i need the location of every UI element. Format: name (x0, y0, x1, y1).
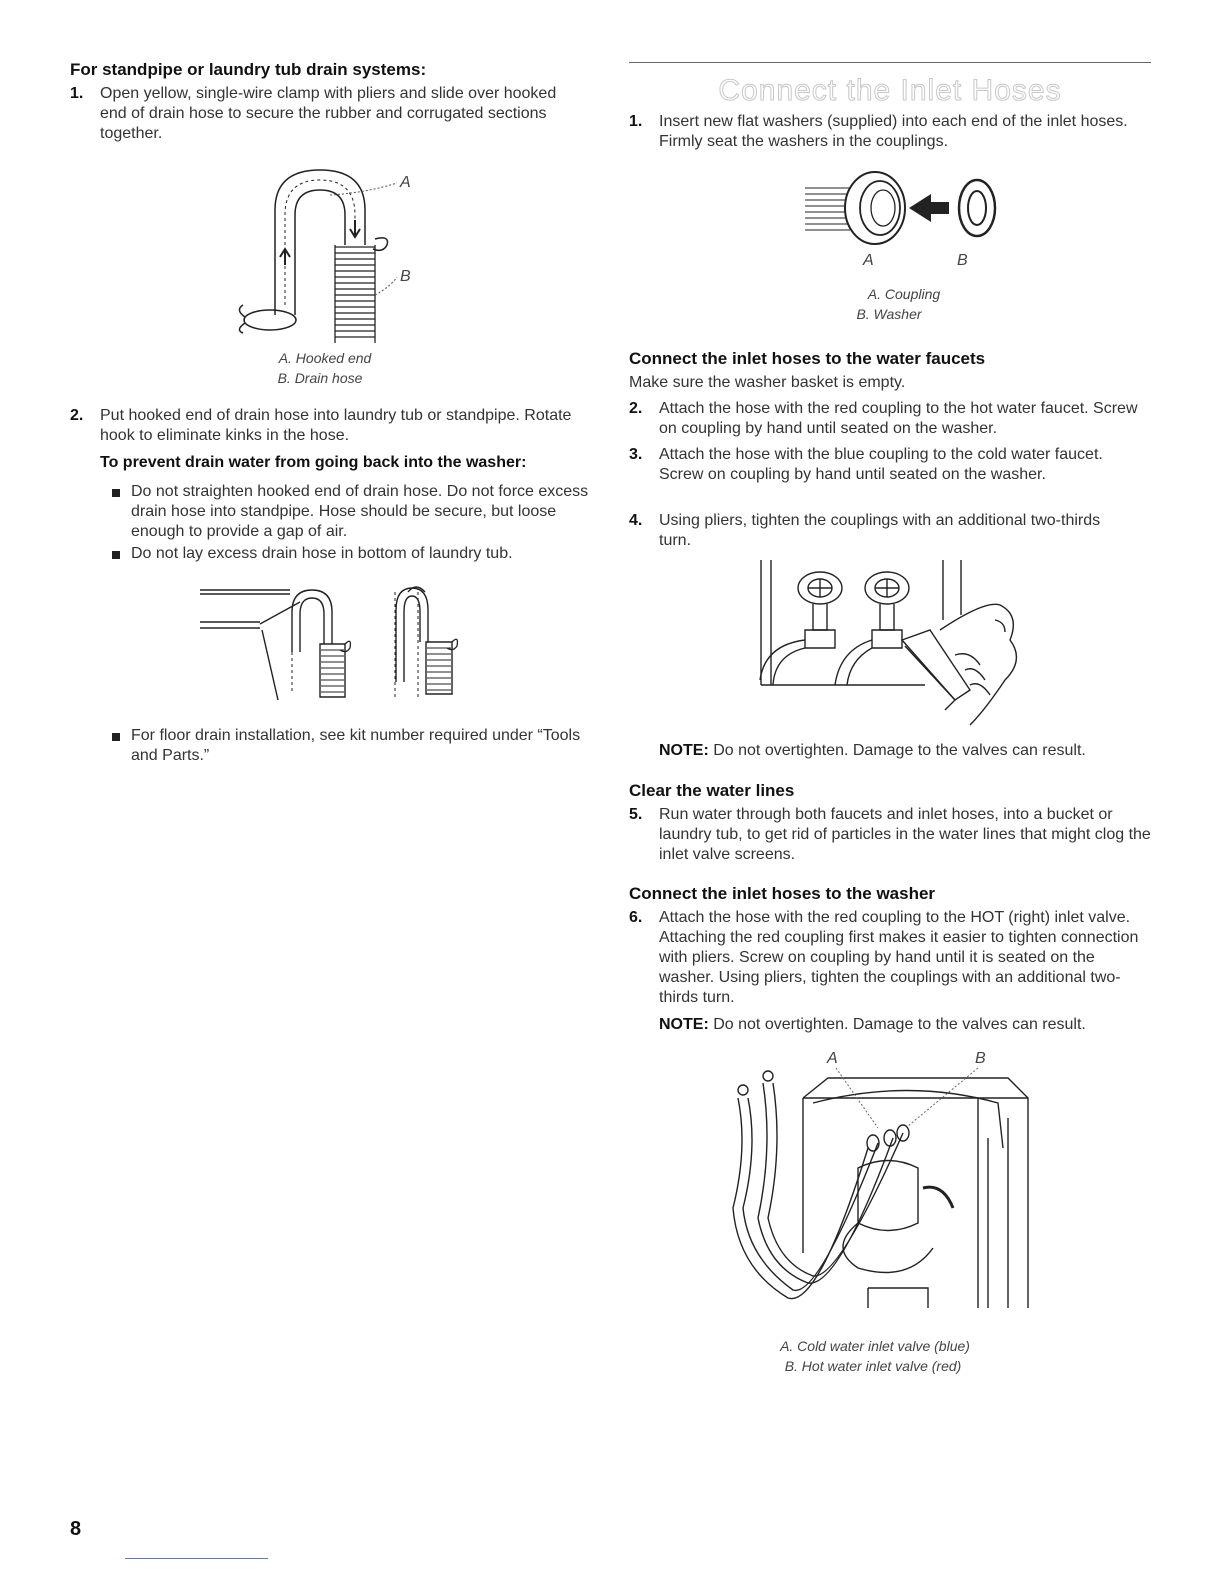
step-text: Insert new flat washers (supplied) into … (659, 113, 1128, 150)
fig-coupling-caption-b: B. Washer (856, 306, 922, 322)
fig-coupling-label-a: A (863, 252, 874, 269)
bullet-icon (112, 733, 120, 741)
left-step-1: 1. Open yellow, single-wire clamp with p… (70, 84, 590, 146)
fig1-caption-a: A. Hooked end (278, 350, 372, 366)
note-label: NOTE: (659, 1016, 709, 1033)
washer-inlet-valves-illustration (732, 1067, 1029, 1308)
left-step-2: 2. Put hooked end of drain hose into lau… (70, 406, 590, 448)
fig3-label-b: B (975, 1050, 986, 1067)
faucet-pliers-illustration (759, 560, 1018, 726)
washer-connect-heading: Connect the inlet hoses to the washer (629, 884, 936, 903)
bullet-item-1: Do not straighten hooked end of drain ho… (131, 483, 589, 540)
right-step-4: 4. Using pliers, tighten the couplings w… (629, 511, 1151, 553)
fig1-caption-b: B. Drain hose (277, 370, 363, 386)
bullet-item-3: For floor drain installation, see kit nu… (131, 727, 581, 764)
step-number: 4. (629, 512, 643, 529)
step-text: Using pliers, tighten the couplings with… (659, 512, 1101, 549)
step-text: Put hooked end of drain hose into laundr… (100, 407, 572, 444)
fig-coupling-caption-a: A. Coupling (867, 286, 941, 302)
note-overtighten-1: NOTE: Do not overtighten. Damage to the … (659, 741, 1159, 761)
step-text: Open yellow, single-wire clamp with plie… (100, 85, 557, 142)
laundry-tub-standpipe-illustration (200, 586, 459, 701)
right-step-6: 6. Attach the hose with the red coupling… (629, 908, 1151, 1010)
fig3-caption-b: B. Hot water inlet valve (red) (784, 1358, 962, 1374)
step-number: 1. (629, 113, 643, 130)
right-step-5: 5. Run water through both faucets and in… (629, 805, 1151, 867)
step-text: Run water through both faucets and inlet… (659, 806, 1151, 863)
note-text: Do not overtighten. Damage to the valves… (708, 1016, 1086, 1033)
step-text: Attach the hose with the red coupling to… (659, 909, 1139, 1006)
prevent-backflow-heading: To prevent drain water from going back i… (100, 454, 527, 471)
fig-coupling-label-b: B (957, 252, 968, 269)
step-number: 3. (629, 446, 643, 463)
fig1-label-b: B (400, 268, 411, 285)
note-overtighten-2: NOTE: Do not overtighten. Damage to the … (659, 1015, 1159, 1035)
coupling-washer-illustration (805, 171, 997, 245)
clear-lines-heading: Clear the water lines (629, 781, 795, 800)
right-step-3: 3. Attach the hose with the blue couplin… (629, 445, 1151, 507)
step-text: Attach the hose with the red coupling to… (659, 400, 1138, 437)
step-number: 5. (629, 806, 643, 823)
step-number: 1. (70, 85, 84, 102)
footer-rule (125, 1558, 268, 1559)
bullet-icon (112, 551, 120, 559)
step-number: 2. (70, 407, 84, 424)
faucets-intro: Make sure the washer basket is empty. (629, 374, 906, 391)
step-number: 2. (629, 400, 643, 417)
faucets-heading: Connect the inlet hoses to the water fau… (629, 349, 986, 368)
right-step-2: 2. Attach the hose with the red coupling… (629, 399, 1151, 441)
drain-hose-hook-illustration (238, 169, 398, 343)
fig1-label-a: A (400, 174, 411, 191)
step-number: 6. (629, 909, 643, 926)
right-step-1: 1. Insert new flat washers (supplied) in… (629, 112, 1151, 154)
section-divider (629, 62, 1151, 63)
note-label: NOTE: (659, 742, 709, 759)
page-number: 8 (70, 1518, 82, 1540)
bullet-icon (112, 489, 120, 497)
standpipe-heading: For standpipe or laundry tub drain syste… (70, 60, 427, 79)
step-text: Attach the hose with the blue coupling t… (659, 446, 1103, 483)
bullet-item-2: Do not lay excess drain hose in bottom o… (131, 545, 513, 562)
section-title: Connect the Inlet Hoses (718, 74, 1062, 108)
fig3-caption-a: A. Cold water inlet valve (blue) (780, 1338, 970, 1354)
fig3-label-a: A (827, 1050, 838, 1067)
note-text: Do not overtighten. Damage to the valves… (708, 742, 1086, 759)
